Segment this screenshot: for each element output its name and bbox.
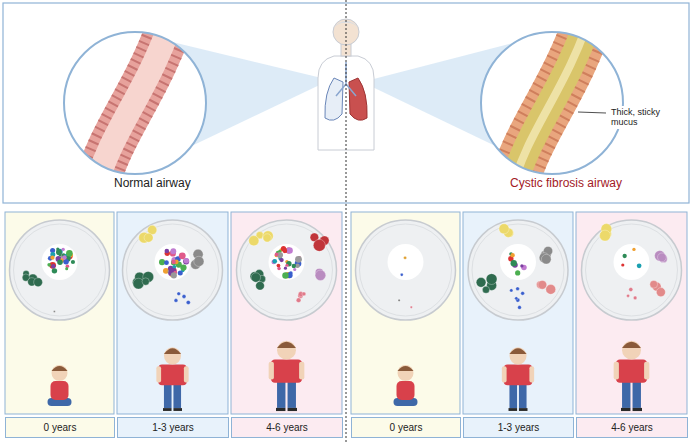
age-label: 1-3 years: [466, 422, 571, 433]
petri-dish: [356, 220, 456, 320]
age-label-box: 4-6 years: [576, 417, 688, 438]
child-figure: [502, 347, 534, 411]
age-panel: [5, 212, 114, 414]
petri-dish: [10, 220, 110, 320]
age-label-box: 1-3 years: [117, 417, 229, 438]
petri-dish: [468, 220, 568, 320]
baby-figure: [48, 365, 72, 406]
age-panel: [351, 212, 460, 414]
age-panel: [231, 212, 342, 414]
petri-dish: [123, 220, 223, 320]
leader-line: [578, 112, 606, 113]
age-label-box: 4-6 years: [231, 417, 343, 438]
callout-label: Thick, sticky mucus: [609, 106, 673, 129]
age-label-box: 0 years: [5, 417, 115, 438]
child-figure: [614, 341, 650, 411]
age-label: 0 years: [8, 422, 112, 433]
age-label: 4-6 years: [234, 422, 340, 433]
age-panel: [117, 212, 228, 414]
age-label: 4-6 years: [579, 422, 685, 433]
cf-airway: [481, 10, 623, 190]
age-panel: [463, 212, 573, 414]
age-label: 1-3 years: [120, 422, 226, 433]
age-label: 0 years: [354, 422, 458, 433]
divider: [346, 0, 347, 443]
child-figure: [269, 341, 305, 411]
airway-title: Cystic fibrosis airway: [510, 176, 622, 190]
airway-title: Normal airway: [114, 176, 191, 190]
age-label-box: 0 years: [351, 417, 461, 438]
age-panel: [576, 212, 687, 414]
petri-dish: [582, 220, 682, 320]
normal-airway: [64, 10, 206, 190]
baby-figure: [394, 365, 418, 406]
child-figure: [156, 347, 188, 411]
age-label-box: 1-3 years: [463, 417, 574, 438]
petri-dish: [237, 220, 337, 320]
